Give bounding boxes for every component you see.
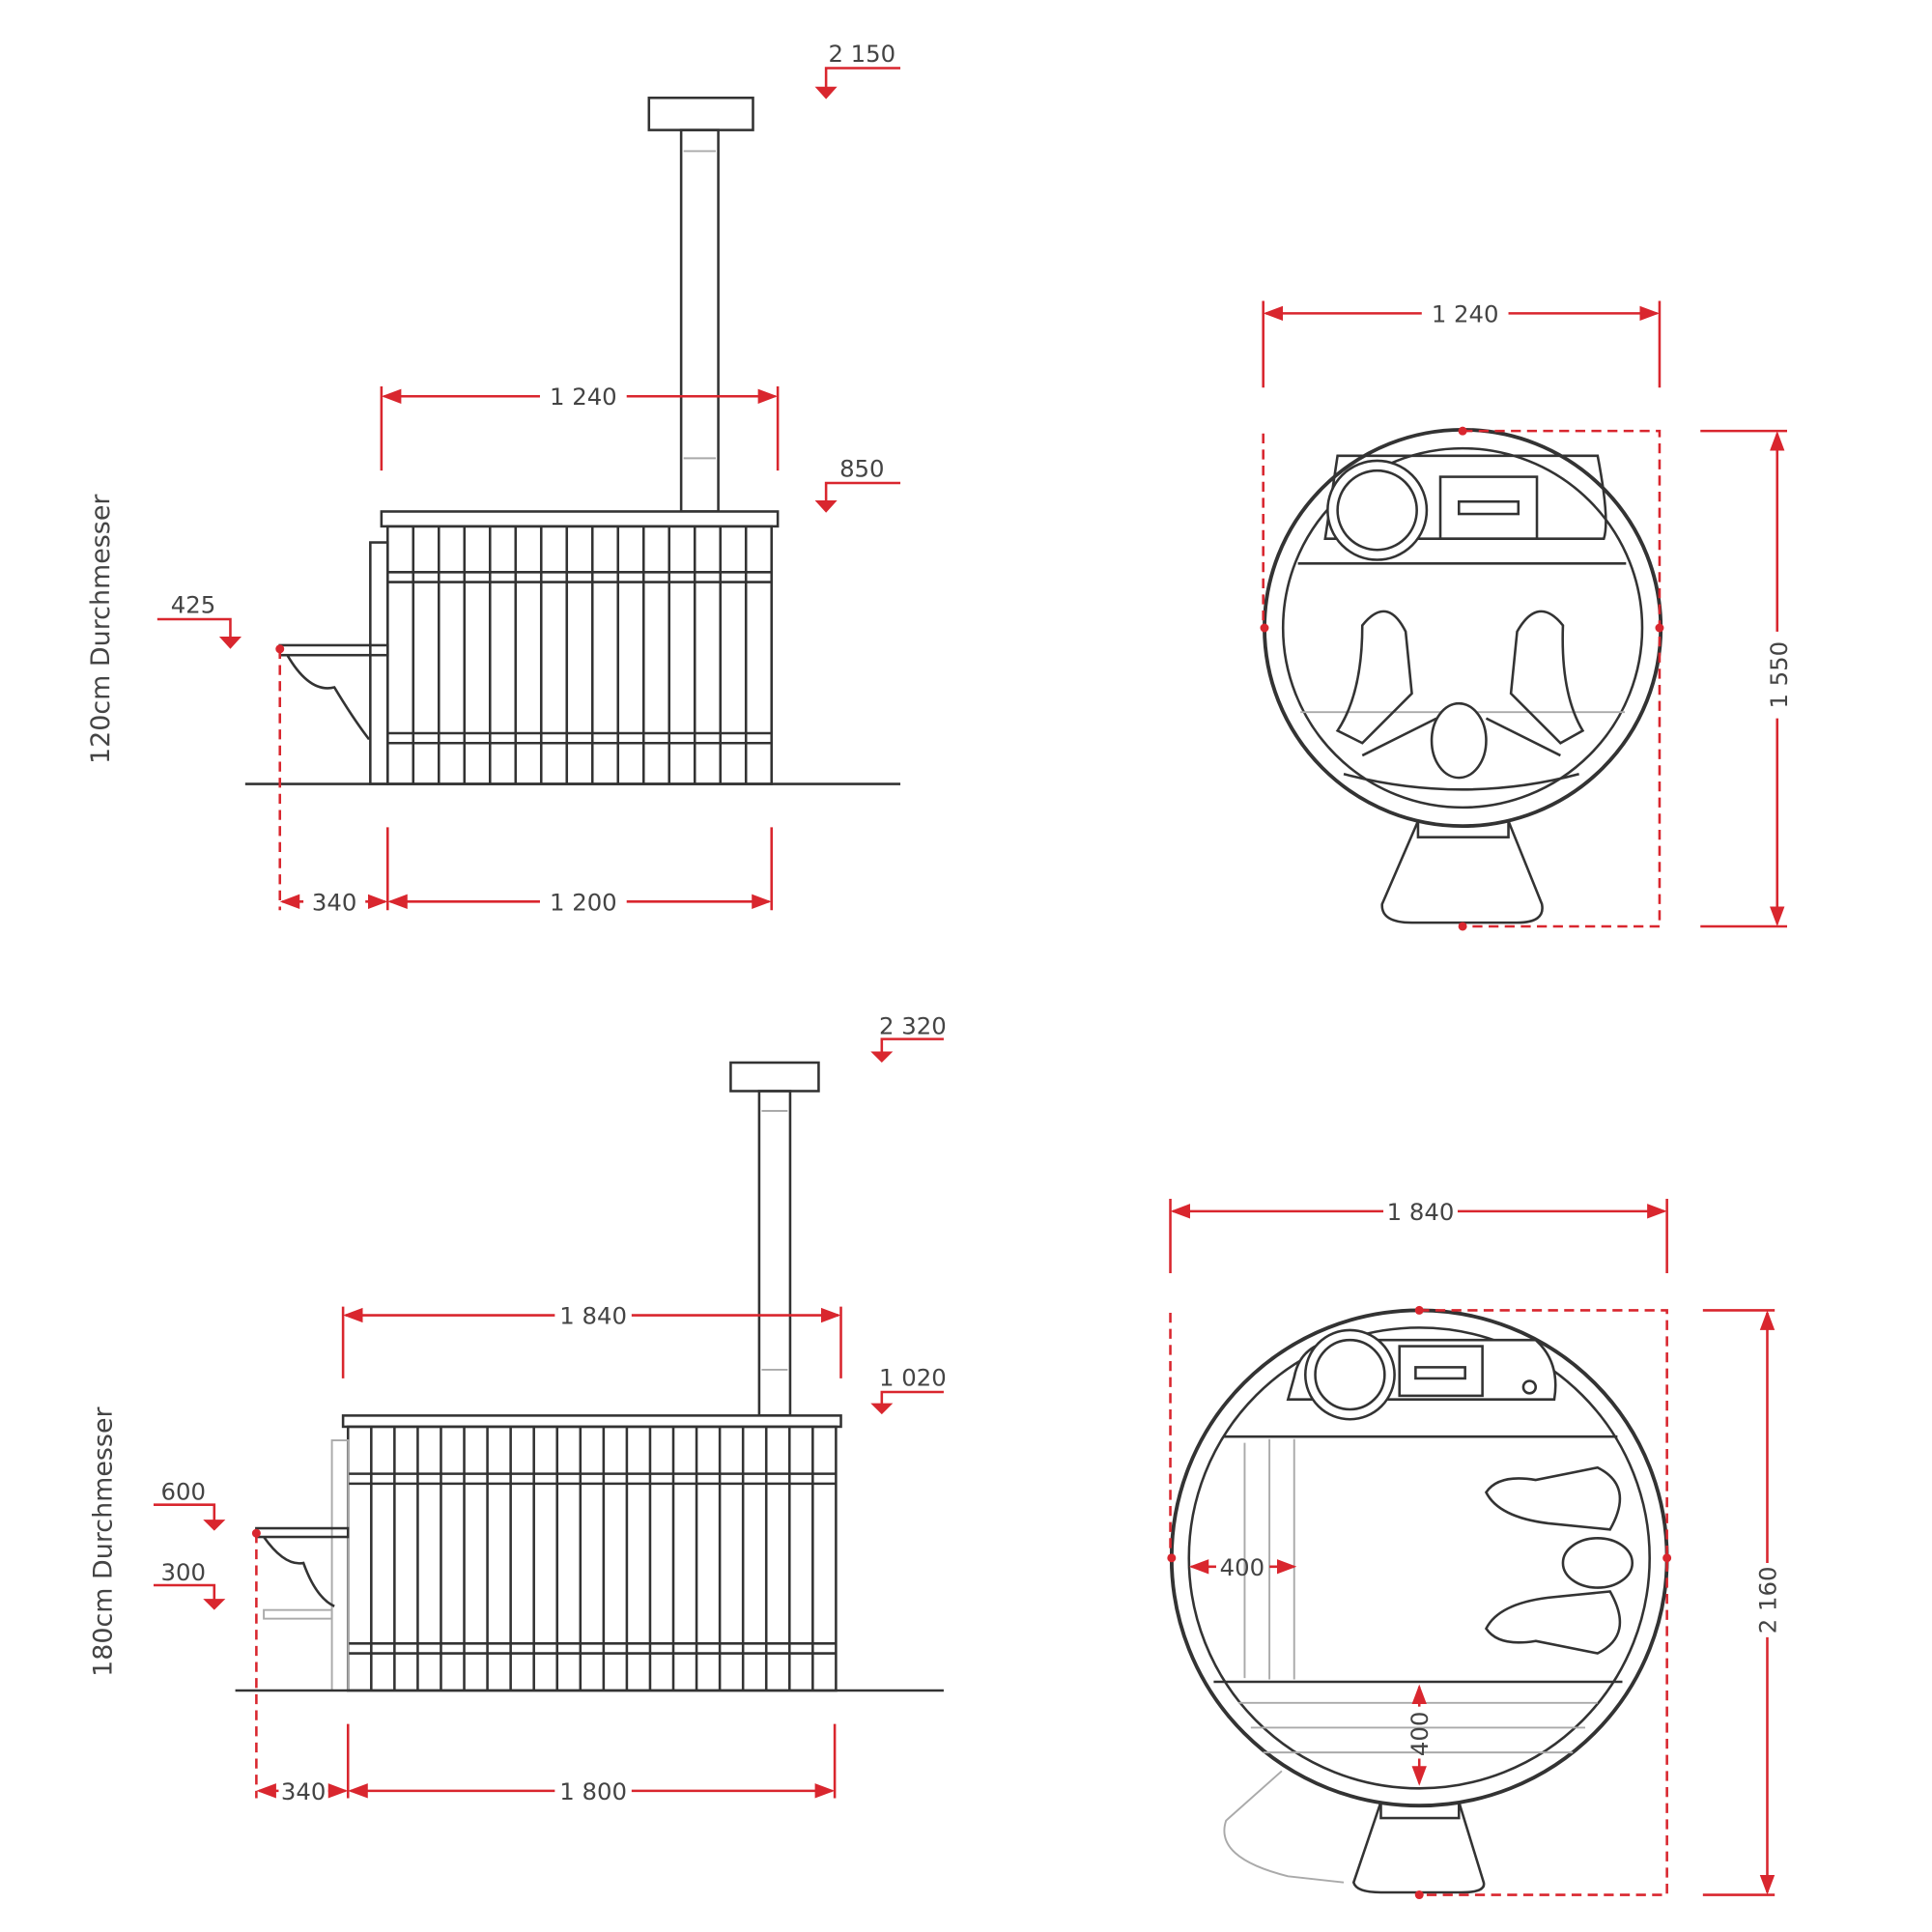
dim-width-top: 1 240	[550, 383, 617, 411]
dim-top-width: 1 240	[1432, 299, 1499, 327]
dim-top-depth-large: 2 160	[1753, 1567, 1781, 1634]
small-top-view: 1 240 1 550	[1260, 299, 1793, 931]
dim-width-step: 340	[312, 888, 356, 916]
large-top-view: 1 840 2 160 400 400	[1167, 1198, 1781, 1900]
level-chimney-large: 2 320	[879, 1012, 947, 1040]
small-side-view: 1 240 340 1 200 2 150 850 425 120cm Durc…	[86, 40, 901, 916]
level-step-lower: 300	[161, 1558, 206, 1586]
level-rim-large: 1 020	[879, 1364, 947, 1392]
level-step-upper: 600	[161, 1478, 206, 1506]
level-step: 425	[171, 591, 215, 619]
dim-width-base: 1 200	[550, 888, 617, 916]
large-side-view: 1 840 340 1 800 2 320 1 020 600 300 180c…	[88, 1012, 946, 1805]
level-rim: 850	[839, 455, 884, 483]
large-tub-label: 180cm Durchmesser	[88, 1406, 118, 1677]
dim-top-width-large: 1 840	[1387, 1198, 1455, 1226]
dim-width-base-large: 1 800	[559, 1777, 627, 1805]
dim-bench-depth: 400	[1406, 1712, 1434, 1756]
small-tub-label: 120cm Durchmesser	[86, 494, 116, 764]
level-chimney: 2 150	[828, 40, 895, 68]
dim-width-step-large: 340	[281, 1777, 326, 1805]
dim-width-top-large: 1 840	[559, 1302, 627, 1330]
dim-top-depth: 1 550	[1765, 641, 1793, 709]
dim-bench-width: 400	[1220, 1553, 1264, 1581]
